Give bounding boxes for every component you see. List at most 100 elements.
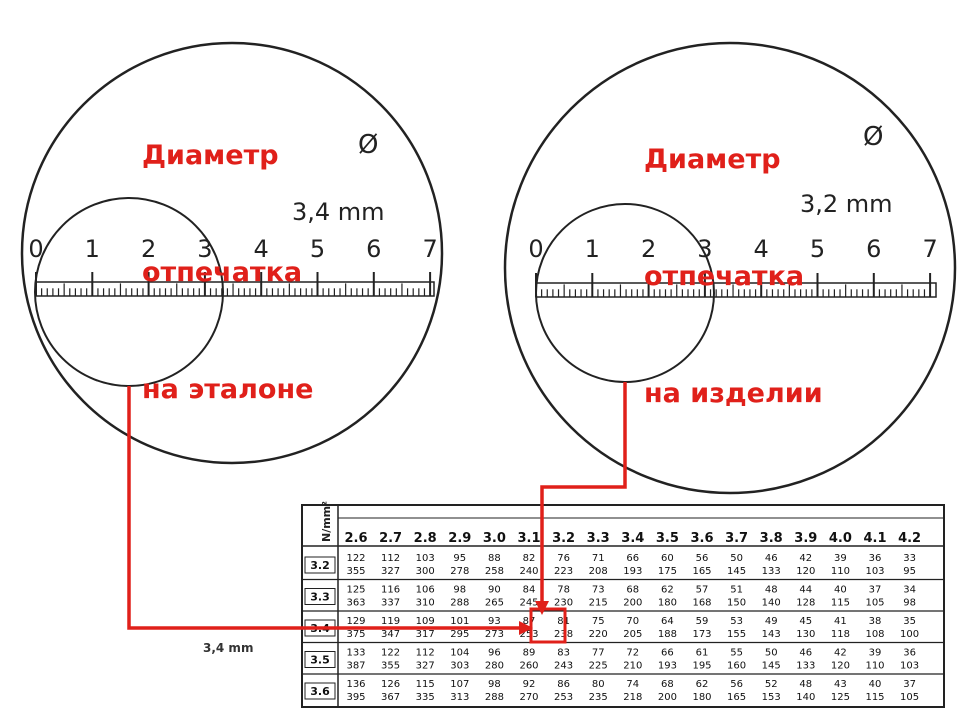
table-cell-bottom: 160 [727, 661, 746, 672]
table-cell-bottom: 265 [485, 598, 504, 609]
right-guide-line [540, 382, 627, 612]
table-cell-bottom: 180 [692, 692, 711, 703]
table-cell-top: 43 [834, 679, 847, 690]
table-cell-bottom: 230 [554, 598, 573, 609]
table-cell-bottom: 143 [762, 629, 781, 640]
table-cell-top: 33 [903, 553, 916, 564]
table-cell-top: 72 [626, 648, 639, 659]
left-diameter-symbol: Ø [358, 130, 378, 160]
column-header: 3.1 [517, 531, 540, 546]
table-cell-top: 95 [453, 553, 466, 564]
table-cell-top: 41 [834, 616, 847, 627]
left-scope-field [20, 41, 444, 465]
table-cell-top: 37 [869, 585, 882, 596]
table-cell-top: 84 [523, 585, 536, 596]
table-cell-top: 45 [799, 616, 812, 627]
table-cell-top: 56 [696, 553, 709, 564]
left-scale-number: 5 [310, 235, 325, 263]
table-cell-top: 133 [346, 648, 365, 659]
table-cell-bottom: 120 [796, 566, 815, 577]
table-cell-top: 57 [696, 585, 709, 596]
table-cell-bottom: 140 [796, 692, 815, 703]
table-cell-top: 78 [557, 585, 570, 596]
table-cell-bottom: 278 [450, 566, 469, 577]
table-cell-bottom: 145 [762, 661, 781, 672]
table-cell-top: 56 [730, 679, 743, 690]
table-cell-top: 52 [765, 679, 778, 690]
table-cell-top: 35 [903, 616, 916, 627]
left-scale-number: 2 [141, 235, 156, 263]
table-cell-bottom: 327 [416, 661, 435, 672]
table-cell-top: 53 [730, 616, 743, 627]
table-cell-bottom: 205 [623, 629, 642, 640]
table-cell-top: 136 [346, 679, 365, 690]
table-cell-top: 55 [730, 648, 743, 659]
table-cell-bottom: 193 [658, 661, 677, 672]
table-cell-bottom: 295 [450, 629, 469, 640]
table-cell-top: 60 [661, 553, 674, 564]
left-scale-number: 1 [85, 235, 100, 263]
right-scale-number: 5 [810, 235, 825, 263]
table-cell-bottom: 105 [865, 598, 884, 609]
column-header: 3.7 [725, 531, 748, 546]
table-cell-bottom: 120 [831, 661, 850, 672]
table-cell-bottom: 140 [762, 598, 781, 609]
left-scale-number: 4 [254, 235, 269, 263]
table-frame [301, 504, 945, 708]
right-scale-number: 2 [641, 235, 656, 263]
bottom-left-reading: 3,4 mm [203, 641, 253, 655]
right-scale-number: 6 [866, 235, 881, 263]
left-title-line2: отпечатка [142, 257, 303, 288]
column-header: 2.8 [414, 531, 437, 546]
table-cell-top: 112 [416, 648, 435, 659]
table-cell-top: 40 [834, 585, 847, 596]
table-cell-top: 116 [381, 585, 400, 596]
table-cell-top: 93 [488, 616, 501, 627]
right-title-line2: отпечатка [644, 261, 805, 292]
left-guide-line [127, 386, 530, 630]
table-cell-top: 74 [626, 679, 639, 690]
left-title: Диаметр отпечатка на эталоне [142, 58, 313, 448]
table-cell-bottom: 188 [658, 629, 677, 640]
table-cell-bottom: 218 [623, 692, 642, 703]
table-cell-bottom: 128 [796, 598, 815, 609]
table-cell-bottom: 105 [900, 692, 919, 703]
table-cell-bottom: 355 [346, 566, 365, 577]
table-cell-bottom: 200 [658, 692, 677, 703]
column-header: 4.2 [898, 531, 921, 546]
table-cell-bottom: 327 [381, 566, 400, 577]
table-cell-top: 59 [696, 616, 709, 627]
table-cell-top: 119 [381, 616, 400, 627]
column-header: 2.9 [448, 531, 471, 546]
table-cell-top: 48 [799, 679, 812, 690]
table-cell-top: 46 [799, 648, 812, 659]
right-title: Диаметр отпечатка на изделии [644, 62, 823, 452]
table-cell-bottom: 100 [900, 629, 919, 640]
table-cell-bottom: 273 [485, 629, 504, 640]
table-cell-top: 125 [346, 585, 365, 596]
table-cell-bottom: 260 [519, 661, 538, 672]
table-cell-bottom: 193 [623, 566, 642, 577]
table-cell-top: 39 [834, 553, 847, 564]
table-cell-top: 101 [450, 616, 469, 627]
left-scale-number: 0 [28, 235, 43, 263]
column-header: 3.9 [794, 531, 817, 546]
table-cell-bottom: 258 [485, 566, 504, 577]
table-cell-bottom: 367 [381, 692, 400, 703]
table-cell-top: 86 [557, 679, 570, 690]
table-cell-bottom: 355 [381, 661, 400, 672]
table-cell-top: 39 [869, 648, 882, 659]
left-scale-number: 6 [366, 235, 381, 263]
table-cell-bottom: 200 [623, 598, 642, 609]
column-header: 3.3 [587, 531, 610, 546]
table-cell-top: 80 [592, 679, 605, 690]
table-cell-top: 98 [453, 585, 466, 596]
table-cell-bottom: 115 [865, 692, 884, 703]
table-cell-bottom: 363 [346, 598, 365, 609]
table-cell-top: 50 [765, 648, 778, 659]
table-cell-bottom: 310 [416, 598, 435, 609]
table-cell-bottom: 110 [831, 566, 850, 577]
table-cell-top: 115 [416, 679, 435, 690]
